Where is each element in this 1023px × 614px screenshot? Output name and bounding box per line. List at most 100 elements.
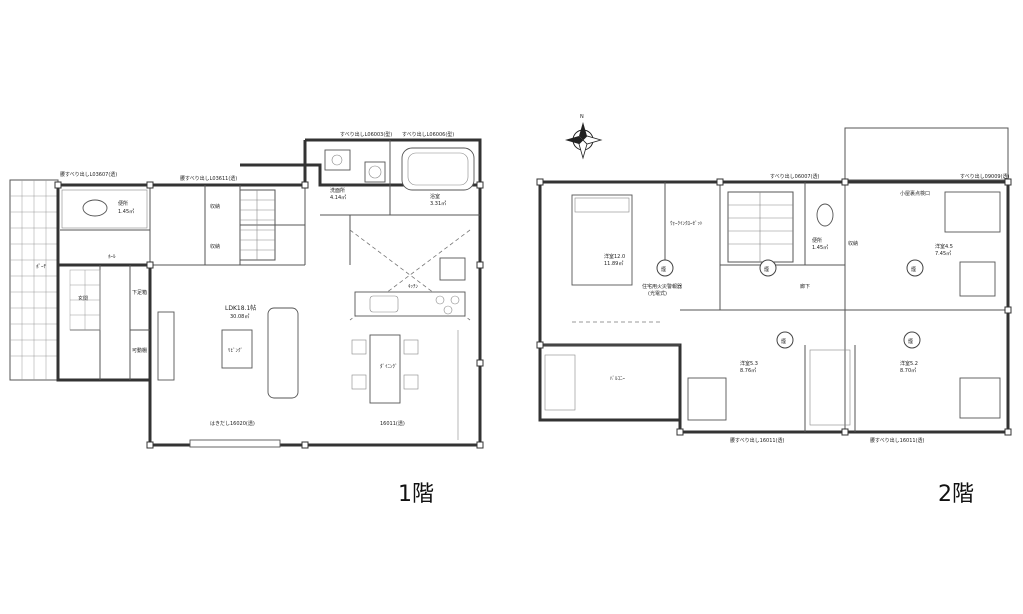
svg-text:煙: 煙 [908, 338, 913, 345]
first-floor-stairs [239, 189, 276, 261]
balcony-wall [538, 345, 680, 422]
bath: 浴室 3.31㎡ [401, 147, 475, 207]
washing-machine-icon [364, 161, 386, 183]
living-table-icon [221, 329, 253, 369]
window-note-4: すべり出しL06006(型) [402, 131, 454, 138]
shoe-box-label: 下足箱 [132, 289, 147, 296]
smoke-detectors: 煙 住宅用火災警報器 (光電式) 煙 煙 煙 煙 [642, 259, 924, 349]
smoke-detector-icon: 煙 [906, 259, 924, 277]
desk-icon [959, 377, 1001, 419]
window-note-1: すべり出し06007(透) [770, 173, 820, 180]
storage-1-label: 収納 [210, 203, 220, 210]
bath-area: 3.31㎡ [430, 200, 446, 207]
washroom-label: 洗面所 [330, 187, 345, 194]
bedroom-2-label: 洋室5.3 [740, 360, 758, 367]
ldk-label: LDK18.1帖 [225, 304, 256, 312]
living-label: ﾘﾋﾞﾝｸﾞ [228, 347, 243, 354]
second-floor-partitions [540, 182, 1008, 432]
second-floor-stairs [727, 191, 794, 263]
toilet-area: 1.45㎡ [118, 208, 134, 215]
bedroom-2: 洋室5.3 8.76㎡ [687, 349, 851, 426]
ldk-area: 30.08㎡ [230, 313, 249, 320]
smoke-detector-icon: 煙 住宅用火災警報器 (光電式) [642, 259, 682, 297]
svg-text:煙: 煙 [764, 266, 769, 273]
entrance-label: 玄関 [78, 295, 88, 302]
sofa-icon [267, 307, 299, 399]
hallway-label: 廊下 [800, 283, 810, 290]
tool-storage-label: 可動棚 [132, 347, 147, 354]
second-floor-toilet: 便所 1.45㎡ [812, 203, 834, 251]
kitchen-counter [354, 291, 466, 317]
first-floor-window-notes: 腰すべり出しL03607(透) 腰すべり出しL03611(透) すべり出しL06… [60, 131, 454, 448]
window-note-5: はきだし16020(透) [210, 420, 255, 427]
wash-basin-icon [324, 149, 351, 171]
bedroom-3: 洋室5.2 8.70㎡ [900, 360, 1001, 419]
second-toilet-area: 1.45㎡ [812, 244, 828, 251]
smoke-detector-icon: 煙 [776, 331, 794, 349]
refrigerator-icon [439, 257, 466, 281]
smoke-detector-caption: 住宅用火災警報器 [642, 283, 682, 290]
bedroom-3-label: 洋室5.2 [900, 360, 918, 367]
porch-label: ﾎﾟｰﾁ [36, 263, 47, 270]
window-note-2: すべり出し09009(透) [960, 173, 1010, 180]
toilet-bowl-icon [816, 203, 834, 227]
kitchen-label: ｷｯﾁﾝ [408, 284, 419, 290]
bathtub-icon [401, 147, 475, 191]
bath-wing-wall [240, 140, 307, 167]
window-note-3: すべり出しL06003(型) [340, 131, 392, 138]
sliding-window-icon [189, 439, 281, 448]
window-note-3: 腰すべり出し16011(透) [730, 437, 785, 444]
bedroom-2-area: 8.76㎡ [740, 367, 756, 374]
hall-label: ﾎｰﾙ [108, 254, 116, 260]
wet-area-wall [305, 138, 482, 185]
window-note-1: 腰すべり出しL03607(透) [60, 171, 117, 178]
bedroom-4-area: 7.45㎡ [935, 250, 951, 257]
main-bedroom-area: 11.89㎡ [604, 260, 623, 267]
first-floor-posts [54, 181, 484, 449]
balcony-outline [844, 127, 1009, 181]
first-floor-toilet: 便所 1.45㎡ [61, 189, 148, 229]
bath-label: 浴室 [430, 193, 440, 200]
attic-hatch-label: 小屋裏点検口 [900, 190, 930, 197]
svg-text:煙: 煙 [911, 266, 916, 273]
bedroom-4: 洋室4.5 7.45㎡ [935, 191, 1001, 297]
sink-icon [369, 295, 399, 313]
balcony-label: ﾊﾞﾙｺﾆｰ [610, 375, 626, 382]
window-note-4: 腰すべり出し16011(透) [870, 437, 925, 444]
smoke-detector-caption-sub: (光電式) [648, 290, 667, 297]
smoke-detector-icon: 煙 [759, 259, 777, 277]
tv-board-icon [157, 311, 175, 381]
desk-icon [959, 261, 996, 297]
toilet-bowl-icon [82, 199, 108, 217]
kitchen: ｷｯﾁﾝ [349, 229, 471, 321]
second-floor-posts [536, 178, 1012, 436]
compass-north: N [580, 114, 584, 120]
bed-icon [571, 194, 633, 286]
entrance-wall [56, 265, 150, 382]
wic-label: ｳｫｰｸｲﾝｸﾛｰｾﾞｯﾄ [670, 220, 703, 227]
washroom: 洗面所 4.14㎡ [324, 149, 386, 201]
window-note-2: 腰すべり出しL03611(透) [180, 175, 237, 182]
toilet-label: 便所 [118, 200, 128, 207]
porch-deck: ﾎﾟｰﾁ [9, 179, 59, 381]
bedroom-3-area: 8.70㎡ [900, 367, 916, 374]
floor-1-label: 1階 [398, 482, 434, 507]
washroom-area: 4.14㎡ [330, 194, 346, 201]
second-storage-label: 収納 [848, 240, 858, 247]
stove-burner-icon [435, 295, 445, 305]
window-note-6: 16011(透) [380, 420, 405, 427]
second-floor-plan: N 洋室12.0 11.89㎡ ｳｫｰｸｲﾝｸﾛｰｾﾞｯﾄ 便所 [536, 114, 1012, 444]
main-bedroom-label: 洋室12.0 [604, 253, 625, 260]
dining-chair-icon [351, 339, 367, 355]
floor-2-label: 2階 [938, 482, 974, 507]
svg-text:煙: 煙 [781, 338, 786, 345]
dining-table-icon [369, 334, 401, 404]
smoke-detector-icon: 煙 [903, 331, 921, 349]
main-bedroom: 洋室12.0 11.89㎡ [571, 194, 660, 323]
bedroom-4-label: 洋室4.5 [935, 243, 953, 250]
svg-text:煙: 煙 [661, 266, 666, 273]
desk-icon [687, 377, 727, 421]
bed-icon [944, 191, 1001, 233]
